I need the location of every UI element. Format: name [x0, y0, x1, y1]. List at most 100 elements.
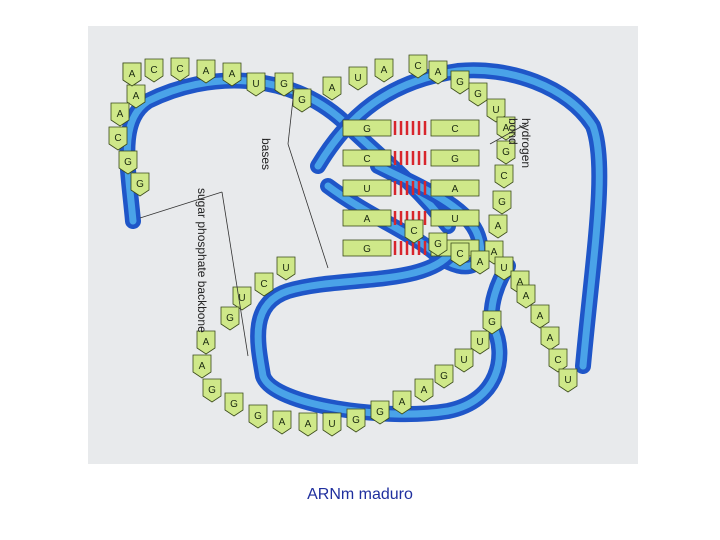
base-19: G	[450, 70, 470, 95]
base-letter: U	[500, 263, 507, 274]
base-letter: A	[329, 83, 336, 94]
base-shape	[492, 190, 512, 215]
base-29: G	[428, 232, 448, 257]
base-letter: G	[280, 79, 288, 90]
base-shape	[530, 304, 550, 329]
base-59: A	[122, 62, 142, 87]
base-shape	[408, 54, 428, 79]
base-55: A	[530, 304, 550, 329]
base-letter: G	[440, 371, 448, 382]
base-letter: G	[488, 317, 496, 328]
base-7: A	[126, 84, 146, 109]
base-letter: A	[399, 397, 406, 408]
base-shape	[322, 412, 342, 437]
pair-right-base	[430, 119, 480, 137]
base-shape	[232, 286, 252, 311]
base-letter: A	[523, 291, 530, 302]
base-shape	[224, 392, 244, 417]
base-shape	[248, 404, 268, 429]
base-letter: C	[414, 61, 421, 72]
base-39: A	[192, 354, 212, 379]
base-shape	[110, 102, 130, 127]
base-letter: C	[176, 64, 183, 75]
base-shape	[192, 354, 212, 379]
base-16: A	[374, 58, 394, 83]
pair-left-base	[342, 179, 392, 197]
base-12: G	[274, 72, 294, 97]
base-35: C	[254, 272, 274, 297]
base-shape	[274, 72, 294, 97]
base-shape	[170, 57, 190, 82]
base-shape	[220, 306, 240, 331]
base-shape	[348, 66, 368, 91]
base-49: A	[414, 378, 434, 403]
base-letter: G	[208, 385, 216, 396]
pair-left-letter: C	[363, 154, 370, 165]
base-shape	[392, 390, 412, 415]
base-letter: A	[203, 337, 210, 348]
base-3: C	[170, 57, 190, 82]
base-shape	[482, 310, 502, 335]
base-shape	[246, 72, 266, 97]
base-shape	[370, 400, 390, 425]
base-letter: A	[203, 66, 210, 77]
base-letter: G	[474, 89, 482, 100]
base-letter: G	[136, 179, 144, 190]
base-30: C	[450, 242, 470, 267]
base-letter: G	[456, 77, 464, 88]
pair-left-letter: G	[363, 244, 371, 255]
base-23: G	[496, 140, 516, 165]
base-45: U	[322, 412, 342, 437]
base-25: G	[492, 190, 512, 215]
backbone-label: sugar phosphate backbone	[195, 188, 209, 333]
base-32: U	[494, 256, 514, 281]
bases-label: bases	[259, 138, 273, 171]
base-shape	[428, 232, 448, 257]
figure-caption: ARNm maduro	[307, 486, 413, 503]
base-46: G	[346, 408, 366, 433]
base-42: G	[248, 404, 268, 429]
pair-left-letter: U	[363, 184, 370, 195]
base-letter: A	[503, 123, 510, 134]
base-letter: G	[226, 313, 234, 324]
base-shape	[470, 330, 490, 355]
base-shape	[222, 62, 242, 87]
base-letter: G	[352, 415, 360, 426]
base-shape	[144, 58, 164, 83]
base-letter: A	[435, 67, 442, 78]
base-shape	[404, 219, 424, 244]
base-26: A	[488, 214, 508, 239]
base-15: U	[348, 66, 368, 91]
bases-group: CCCAAUAACGGGGAUACAGGUAGCGAACGCAUAUCUGAAG…	[108, 54, 578, 437]
base-54: A	[516, 284, 536, 309]
base-shape	[346, 408, 366, 433]
base-letter: C	[456, 249, 463, 260]
base-letter: G	[498, 197, 506, 208]
base-22: A	[496, 116, 516, 141]
base-letter: C	[114, 133, 121, 144]
base-24: C	[494, 164, 514, 189]
base-letter: G	[254, 411, 262, 422]
base-letter: A	[305, 419, 312, 430]
base-47: G	[370, 400, 390, 425]
base-40: G	[202, 378, 222, 403]
base-shape	[196, 330, 216, 355]
base-letter: A	[517, 277, 524, 288]
base-11: G	[130, 172, 150, 197]
base-letter: G	[298, 95, 306, 106]
pair-right-letter: U	[451, 214, 458, 225]
base-letter: G	[376, 407, 384, 418]
base-shape	[470, 250, 490, 275]
base-20: G	[468, 82, 488, 107]
base-50: G	[434, 364, 454, 389]
pair-right-base	[430, 179, 480, 197]
base-shape	[254, 272, 274, 297]
base-2: C	[144, 58, 164, 83]
base-letter: U	[354, 73, 361, 84]
base-6: U	[246, 72, 266, 97]
base-13: G	[292, 88, 312, 113]
base-letter: A	[477, 257, 484, 268]
base-shape	[272, 410, 292, 435]
